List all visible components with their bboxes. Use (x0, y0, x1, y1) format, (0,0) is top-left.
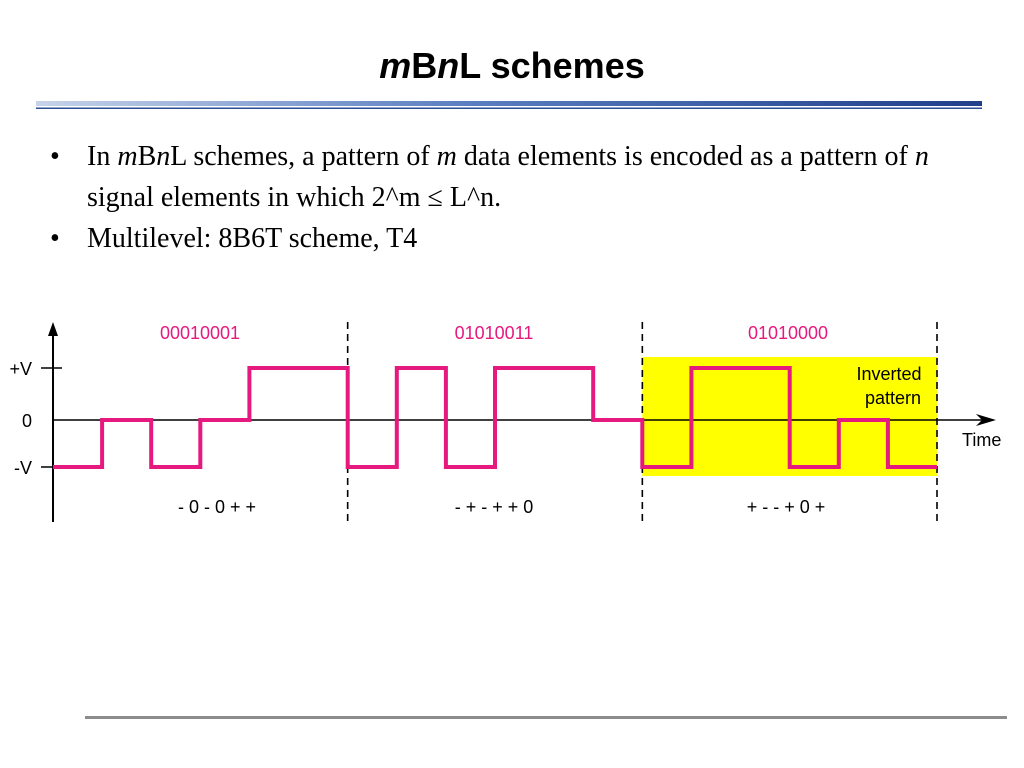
y-axis-arrow (48, 322, 58, 336)
signal-group-label: - 0 - 0 + + (178, 497, 256, 517)
data-group-label: 01010000 (748, 323, 828, 343)
minus-v-label: -V (14, 458, 32, 478)
bullet-text-1e: L schemes, a pattern of (170, 141, 437, 172)
bullet-text-1b: m (117, 141, 138, 172)
bullet-dot: • (50, 223, 60, 254)
signal-waveform (53, 366, 937, 469)
8b6t-waveform-diagram: +V 0 -V Time 00010001 01010011 01010000 … (9, 322, 1001, 522)
bullet-text-1a: In (87, 141, 118, 172)
title-b: B (411, 45, 438, 86)
plus-v-label: +V (9, 359, 32, 379)
data-group-label: 00010001 (160, 323, 240, 343)
bullet-text-1h: n (914, 141, 929, 172)
bullet-list: •In mBnL schemes, a pattern of m data el… (48, 136, 978, 259)
bullet-text-1c: B (137, 141, 157, 172)
bullet-text-1d: n (156, 141, 171, 172)
title-n: n (437, 45, 460, 86)
bullet-text-1f: m (436, 141, 457, 172)
bullet-dot: • (50, 141, 60, 172)
highlight-label-line: Inverted (856, 364, 921, 384)
highlight-label-line: pattern (865, 388, 921, 408)
bullet-item: • Multilevel: 8B6T scheme, T4 (48, 218, 978, 259)
title-rest: L schemes (459, 45, 645, 86)
title-m: m (379, 45, 412, 86)
data-group-label: 01010011 (455, 323, 534, 343)
signal-group-label: + - - + 0 + (747, 497, 826, 517)
signal-group-label: - + - + + 0 (455, 497, 534, 517)
time-axis-arrow (976, 414, 996, 426)
time-axis-label: Time (962, 430, 1001, 450)
zero-level-label: 0 (22, 411, 32, 431)
footer-rule (85, 716, 1007, 719)
bullet-text-1i: signal elements in which 2^m ≤ L^n. (87, 182, 502, 213)
title-underline (36, 101, 982, 109)
bullet-item: •In mBnL schemes, a pattern of m data el… (48, 136, 978, 218)
bullet-text-1g: data elements is encoded as a pattern of (456, 141, 915, 172)
slide-title: mBnL schemes (0, 48, 1024, 84)
bullet-text-2: Multilevel: 8B6T scheme, T4 (87, 223, 418, 254)
